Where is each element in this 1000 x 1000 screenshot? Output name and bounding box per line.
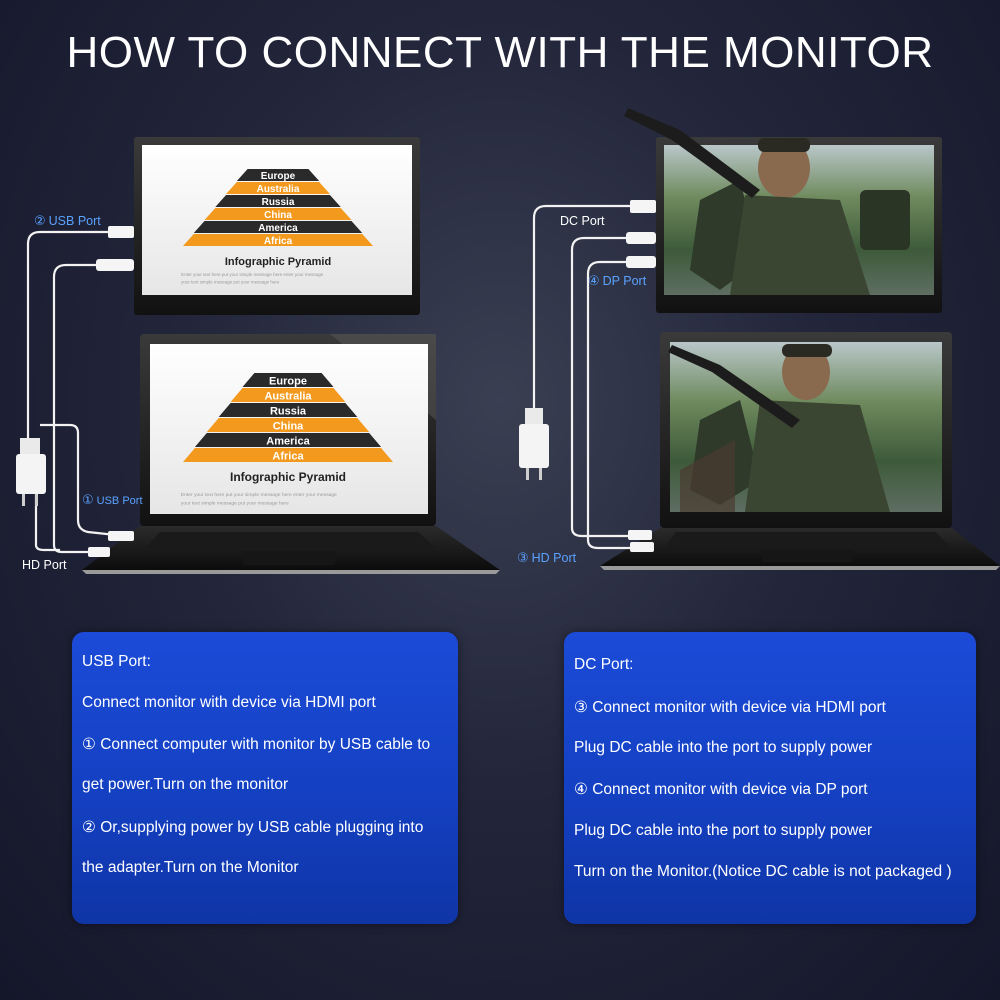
left-monitor-pyramid: EuropeAustraliaRussiaChinaAmericaAfricaI… <box>181 169 373 285</box>
pyramid-layer-label: America <box>258 223 298 234</box>
soldier-image-laptop <box>668 344 890 512</box>
right-laptop <box>600 332 1000 570</box>
pyramid-caption: Enter your text here put your simple mes… <box>181 492 337 498</box>
usb-port-info-panel: USB Port: Connect monitor with device vi… <box>72 632 458 924</box>
pyramid-layer <box>230 388 346 402</box>
panel-line: ③ Connect monitor with device via HDMI p… <box>574 699 886 716</box>
pyramid-layer <box>226 182 330 194</box>
panel-line: Turn on the Monitor.(Notice DC cable is … <box>574 863 952 880</box>
panel-line: Plug DC cable into the port to supply po… <box>574 822 873 839</box>
panel-line: Plug DC cable into the port to supply po… <box>574 739 873 756</box>
left-portable-monitor: EuropeAustraliaRussiaChinaAmericaAfricaI… <box>134 137 420 315</box>
label-text: USB Port <box>96 495 143 507</box>
step-number: ① <box>82 492 94 507</box>
right-cables <box>532 204 632 550</box>
panel-line: ② Or,supplying power by USB cable pluggi… <box>82 819 424 836</box>
right-portable-monitor <box>624 108 942 313</box>
panel-line: ④ Connect monitor with device via DP por… <box>574 781 868 798</box>
page-title: HOW TO CONNECT WITH THE MONITOR <box>66 28 934 77</box>
pyramid-caption: Enter your text here put your simple mes… <box>181 272 324 277</box>
pyramid-layer <box>194 433 382 447</box>
pyramid-layer-label: Australia <box>257 184 300 195</box>
step-number: ③ <box>517 550 529 565</box>
pyramid-layer <box>193 221 363 233</box>
pyramid-layer <box>206 418 370 432</box>
pyramid-layer-label: Russia <box>270 406 307 418</box>
pyramid-caption: your text simple message put your messag… <box>181 500 289 506</box>
dc-port-info-panel: DC Port: ③ Connect monitor with device v… <box>564 632 976 924</box>
panel-line: the adapter.Turn on the Monitor <box>82 859 299 876</box>
pyramid-layer <box>204 208 352 220</box>
pyramid-layer <box>183 448 393 462</box>
left-usb-adapter <box>16 438 46 506</box>
left-connectors <box>88 226 134 557</box>
right-dc-adapter <box>519 408 549 480</box>
pyramid-layer <box>215 195 341 207</box>
left-laptop: EuropeAustraliaRussiaChinaAmericaAfricaI… <box>82 334 500 574</box>
pyramid-heading: Infographic Pyramid <box>230 470 346 484</box>
panel-line: DC Port: <box>574 656 634 673</box>
soldier-image-top <box>624 108 910 295</box>
panel-line: ① Connect computer with monitor by USB c… <box>82 736 431 753</box>
pyramid-layer-label: Europe <box>269 376 307 388</box>
panel-line: Connect monitor with device via HDMI por… <box>82 694 376 711</box>
left-cables <box>26 230 132 554</box>
pyramid-layer <box>242 373 334 387</box>
pyramid-layer-label: Russia <box>262 197 295 208</box>
hd-port-label: HD Port <box>22 558 67 572</box>
pyramid-caption: your text simple message put your messag… <box>181 280 280 285</box>
pyramid-layer-label: Australia <box>264 391 312 403</box>
pyramid-heading: Infographic Pyramid <box>225 256 331 268</box>
pyramid-layer-label: America <box>266 436 310 448</box>
label-text: HD Port <box>531 551 577 565</box>
pyramid-layer <box>183 234 373 246</box>
label-text: DP Port <box>602 274 647 288</box>
step-number: ④ <box>588 273 600 288</box>
pyramid-layer-label: Africa <box>264 236 293 247</box>
label-text: USB Port <box>48 214 101 228</box>
pyramid-layer-label: China <box>273 421 304 433</box>
pyramid-layer-label: China <box>264 210 292 221</box>
right-connectors <box>626 200 656 552</box>
pyramid-layer-label: Europe <box>261 171 296 182</box>
dc-port-label: DC Port <box>560 214 605 228</box>
pyramid-layer-label: Africa <box>272 451 304 463</box>
step-number: ② <box>34 213 46 228</box>
left-laptop-pyramid: EuropeAustraliaRussiaChinaAmericaAfricaI… <box>181 373 393 506</box>
pyramid-layer <box>236 169 320 181</box>
panel-line: USB Port: <box>82 653 151 670</box>
pyramid-layer <box>218 403 358 417</box>
panel-line: get power.Turn on the monitor <box>82 776 289 793</box>
